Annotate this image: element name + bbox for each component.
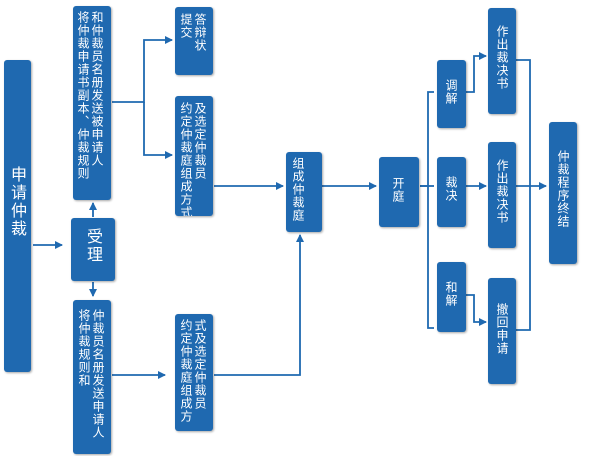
node-award-1-label: 作出裁决书 bbox=[495, 25, 509, 90]
node-select-top: 及选定仲裁员 约定仲裁庭组成方式 bbox=[175, 96, 213, 216]
node-withdraw-label: 撤回申请 bbox=[495, 303, 509, 355]
arrow-to-select-top bbox=[143, 102, 173, 159]
node-settlement: 和解 bbox=[437, 262, 466, 332]
node-send-applicant: 仲裁员名册发送申请人 将仲裁规则和 bbox=[73, 300, 111, 454]
node-award-2: 作出裁决书 bbox=[488, 142, 516, 248]
node-settlement-label: 和解 bbox=[444, 281, 458, 307]
node-award-1: 作出裁决书 bbox=[488, 8, 516, 114]
line-to-mediation bbox=[420, 91, 434, 187]
node-mediation: 调解 bbox=[437, 60, 466, 128]
node-select-bottom: 式及选定仲裁员 约定仲裁庭组成方 bbox=[175, 314, 213, 431]
node-hearing-label: 开庭 bbox=[391, 177, 405, 203]
node-apply-label: 申请仲裁 bbox=[8, 166, 27, 238]
line-award1-to-end bbox=[516, 59, 531, 186]
node-defense-label: 答辩状 提交 bbox=[179, 13, 207, 52]
node-send-respondent: 和仲裁员名册发送被申请人 将仲裁申请书副本、仲裁规则 bbox=[73, 6, 111, 200]
arrow-settlement-to-withdraw bbox=[466, 294, 487, 326]
line-to-settlement bbox=[427, 186, 434, 329]
node-apply: 申请仲裁 bbox=[4, 60, 31, 372]
node-award-path-label: 裁决 bbox=[444, 176, 458, 202]
node-accept-label: 受理 bbox=[84, 228, 103, 264]
line-withdraw-to-end bbox=[516, 186, 531, 331]
arrow-bottom-to-form-tribunal bbox=[214, 234, 304, 376]
node-form-tribunal-label: 组成仲裁庭 bbox=[291, 157, 305, 222]
node-mediation-label: 调解 bbox=[444, 79, 458, 105]
node-select-top-label: 及选定仲裁员 约定仲裁庭组成方式 bbox=[179, 102, 207, 216]
node-end-label: 仲裁程序终结 bbox=[556, 150, 570, 228]
arrow-mediation-to-award bbox=[466, 52, 487, 93]
node-defense: 答辩状 提交 bbox=[175, 7, 213, 75]
node-select-bottom-label: 式及选定仲裁员 约定仲裁庭组成方 bbox=[179, 319, 207, 423]
node-withdraw: 撤回申请 bbox=[488, 278, 516, 384]
node-send-respondent-label: 和仲裁员名册发送被申请人 将仲裁申请书副本、仲裁规则 bbox=[76, 11, 104, 180]
node-award-path: 裁决 bbox=[437, 157, 466, 227]
node-form-tribunal: 组成仲裁庭 bbox=[286, 152, 322, 232]
node-award-2-label: 作出裁决书 bbox=[495, 159, 509, 224]
arrow-to-defense bbox=[112, 36, 173, 103]
node-end: 仲裁程序终结 bbox=[549, 122, 577, 264]
node-send-applicant-label: 仲裁员名册发送申请人 将仲裁规则和 bbox=[77, 309, 105, 439]
node-accept: 受理 bbox=[71, 218, 115, 281]
node-hearing: 开庭 bbox=[379, 157, 419, 227]
